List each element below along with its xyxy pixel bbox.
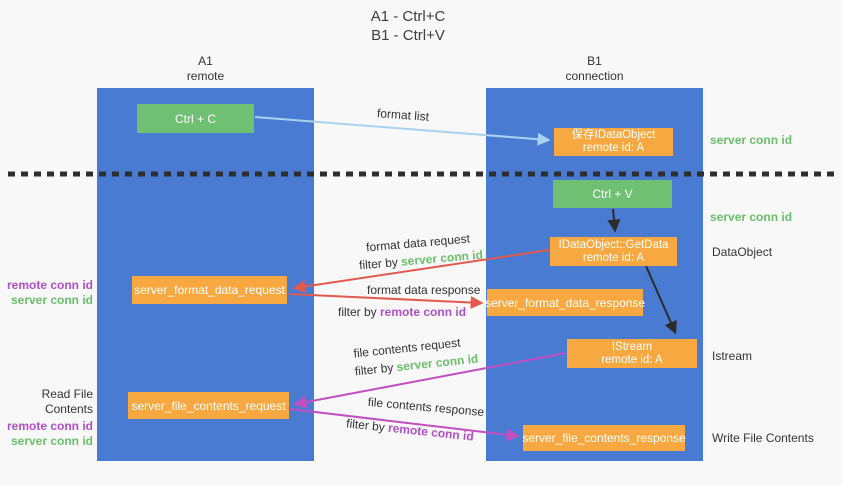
label-write-file-contents: Write File Contents	[712, 431, 814, 445]
label-server-conn-id-left-2: server conn id	[10, 434, 93, 448]
node-server-file-contents-request: server_file_contents_request	[128, 392, 289, 419]
filter-by-text: filter by	[354, 360, 398, 379]
node-file-response-label: server_file_contents_response	[522, 431, 686, 445]
label-dataobject: DataObject	[712, 245, 773, 259]
label-read-file-contents: Read File Contents	[41, 387, 93, 416]
filter-by-text: filter by	[358, 254, 402, 273]
filter-by-text: filter by	[345, 416, 389, 435]
node-ctrl-v: Ctrl + V	[553, 180, 672, 208]
node-istream: IStream remote id: A	[567, 339, 697, 368]
remote-conn-id-key: remote conn id	[387, 420, 475, 444]
label-remote-conn-id-left-2: remote conn id	[6, 419, 93, 433]
node-server-format-data-response: server_format_data_response	[484, 289, 646, 316]
lifeline-b1-name: B1	[587, 54, 602, 68]
title-line-2: B1 - Ctrl+V	[371, 27, 445, 44]
left-conn-id-group-2: Read File Contents remote conn id server…	[0, 387, 93, 449]
left-conn-id-group-1: remote conn id server conn id	[0, 278, 93, 308]
lifeline-a1-name: A1	[198, 54, 213, 68]
node-ctrl-v-label: Ctrl + V	[592, 187, 633, 201]
node-save-idataobject: 保存IDataObject remote id: A	[554, 128, 673, 156]
node-istream-line2: remote id: A	[601, 353, 663, 366]
server-conn-id-key: server conn id	[395, 351, 479, 375]
diagram-title: A1 - Ctrl+C B1 - Ctrl+V	[318, 7, 498, 45]
node-getdata-line2: remote id: A	[582, 251, 645, 264]
node-idataobject-getdata: IDataObject::GetData remote id: A	[550, 237, 677, 266]
lifeline-header-b1: B1 connection	[486, 54, 703, 84]
node-getdata-line1: IDataObject::GetData	[558, 238, 669, 251]
label-server-conn-id-right-mid: server conn id	[710, 210, 793, 224]
label-format-list: format list	[376, 106, 430, 124]
label-istream: Istream	[712, 349, 753, 363]
label-server-conn-id-left-1: server conn id	[10, 293, 93, 307]
node-save-idataobject-line1: 保存IDataObject	[571, 129, 656, 141]
node-ctrl-c-label: Ctrl + C	[174, 111, 216, 126]
node-server-format-data-request: server_format_data_request	[132, 276, 287, 304]
filter-by-text: filter by	[338, 305, 381, 319]
node-ctrl-c: Ctrl + C	[137, 104, 254, 133]
label-file-contents-response-filter: filter by remote conn id	[345, 416, 476, 444]
node-format-response-label: server_format_data_response	[484, 295, 646, 310]
node-format-request-label: server_format_data_request	[134, 283, 285, 297]
label-remote-conn-id-left-1: remote conn id	[6, 278, 93, 292]
title-line-1: A1 - Ctrl+C	[370, 8, 446, 25]
lifeline-a1-role: remote	[186, 69, 225, 83]
lifeline-b1-role: connection	[565, 69, 624, 83]
label-format-data-response: format data response	[367, 283, 481, 297]
lifeline-header-a1: A1 remote	[97, 54, 314, 84]
label-format-data-response-filter: filter by remote conn id	[338, 305, 467, 319]
remote-conn-id-key: remote conn id	[380, 305, 467, 319]
node-istream-line1: IStream	[611, 340, 653, 353]
label-server-conn-id-right-top: server conn id	[710, 133, 793, 147]
node-server-file-contents-response: server_file_contents_response	[522, 425, 686, 451]
label-file-contents-response: file contents response	[367, 394, 485, 420]
node-file-request-label: server_file_contents_request	[131, 398, 286, 413]
node-save-idataobject-line2: remote id: A	[582, 142, 645, 154]
server-conn-id-key: server conn id	[400, 247, 484, 269]
